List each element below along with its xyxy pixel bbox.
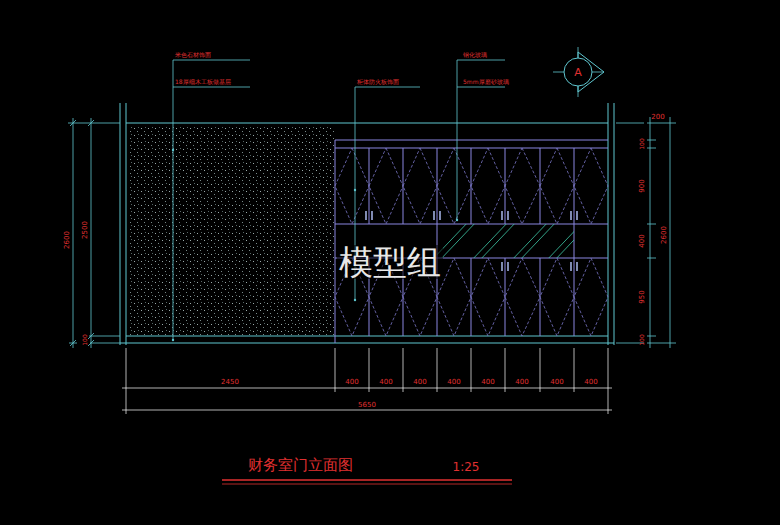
dimension-text: 400: [413, 379, 426, 386]
dimension-text: 2600: [661, 226, 668, 244]
material-note: 米色石材饰面: [175, 52, 211, 58]
watermark: 模型组: [337, 245, 443, 279]
material-note: 柜体防火板饰面: [357, 79, 399, 85]
dimension-text: 400: [584, 379, 597, 386]
dimension-text: 400: [345, 379, 358, 386]
dimension-text: 400: [481, 379, 494, 386]
material-note: 钢化玻璃: [463, 52, 487, 58]
dimension-text: 2450: [221, 379, 239, 386]
scale-label: 1:25: [453, 461, 480, 473]
dimension-text: 400: [550, 379, 563, 386]
dimension-text: 400: [379, 379, 392, 386]
drawing-title: 财务室门立面图: [248, 458, 353, 473]
dimension-text: 100: [639, 138, 645, 149]
dimension-text: 5650: [358, 402, 376, 409]
dimension-text: 100: [639, 334, 645, 345]
section-letter: A: [573, 67, 583, 78]
dimension-text: 400: [639, 234, 646, 247]
dimension-text: 200: [651, 114, 664, 121]
dimension-text: 400: [515, 379, 528, 386]
section-symbol: A: [563, 57, 593, 87]
dimension-text: 2600: [64, 231, 71, 249]
dimension-text: 950: [639, 290, 646, 303]
dimension-text: 400: [447, 379, 460, 386]
dimension-text: 2500: [82, 221, 89, 239]
dimension-text: 900: [639, 179, 646, 192]
dimension-text: 100: [82, 334, 88, 345]
material-note: 5mm厚磨砂玻璃: [463, 79, 509, 85]
material-note: 18厚细木工板做基层: [175, 79, 231, 85]
